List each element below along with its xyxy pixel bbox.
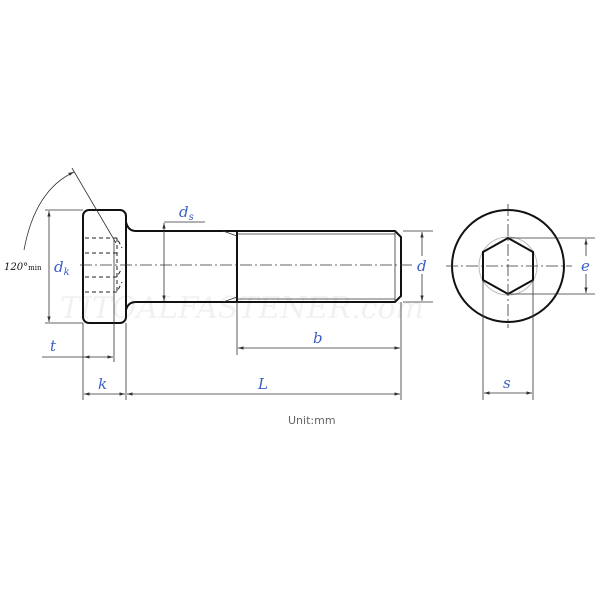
angle-arc <box>23 171 75 251</box>
L-label: L <box>257 375 268 393</box>
angle-label: 120°min <box>4 262 42 273</box>
angle-line <box>71 167 117 244</box>
unit-label: Unit:mm <box>288 414 336 427</box>
s-label: s <box>503 374 511 392</box>
screw-head <box>82 209 127 324</box>
e-label: e <box>581 257 590 275</box>
ds-label: ds <box>179 203 194 223</box>
hex-socket-hidden <box>85 237 123 293</box>
screw-shank <box>125 221 237 311</box>
b-label: b <box>313 329 323 347</box>
end-view <box>446 204 572 328</box>
dk-label: dk <box>54 258 70 278</box>
watermark: TITOALFASTENER.com <box>60 291 424 326</box>
d-label: d <box>417 257 427 275</box>
k-label: k <box>98 375 107 393</box>
t-label: t <box>50 337 57 355</box>
